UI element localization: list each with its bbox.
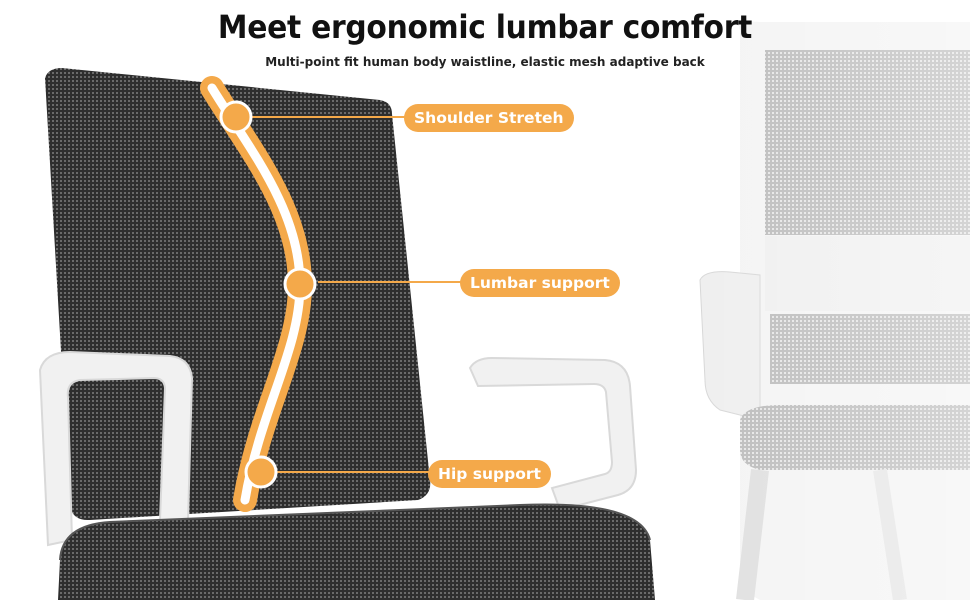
main-chair	[38, 68, 655, 600]
hip-callout: Hip support	[428, 460, 551, 488]
shoulder-point	[219, 100, 253, 134]
hip-point	[244, 455, 278, 489]
page-title: Meet ergonomic lumbar comfort	[217, 8, 753, 46]
lumbar-callout: Lumbar support	[460, 269, 620, 297]
page-subtitle: Multi-point fit human body waistline, el…	[265, 55, 705, 69]
shoulder-callout: Shoulder Streteh	[404, 104, 574, 132]
lumbar-point	[283, 267, 317, 301]
side-chair	[699, 20, 970, 600]
